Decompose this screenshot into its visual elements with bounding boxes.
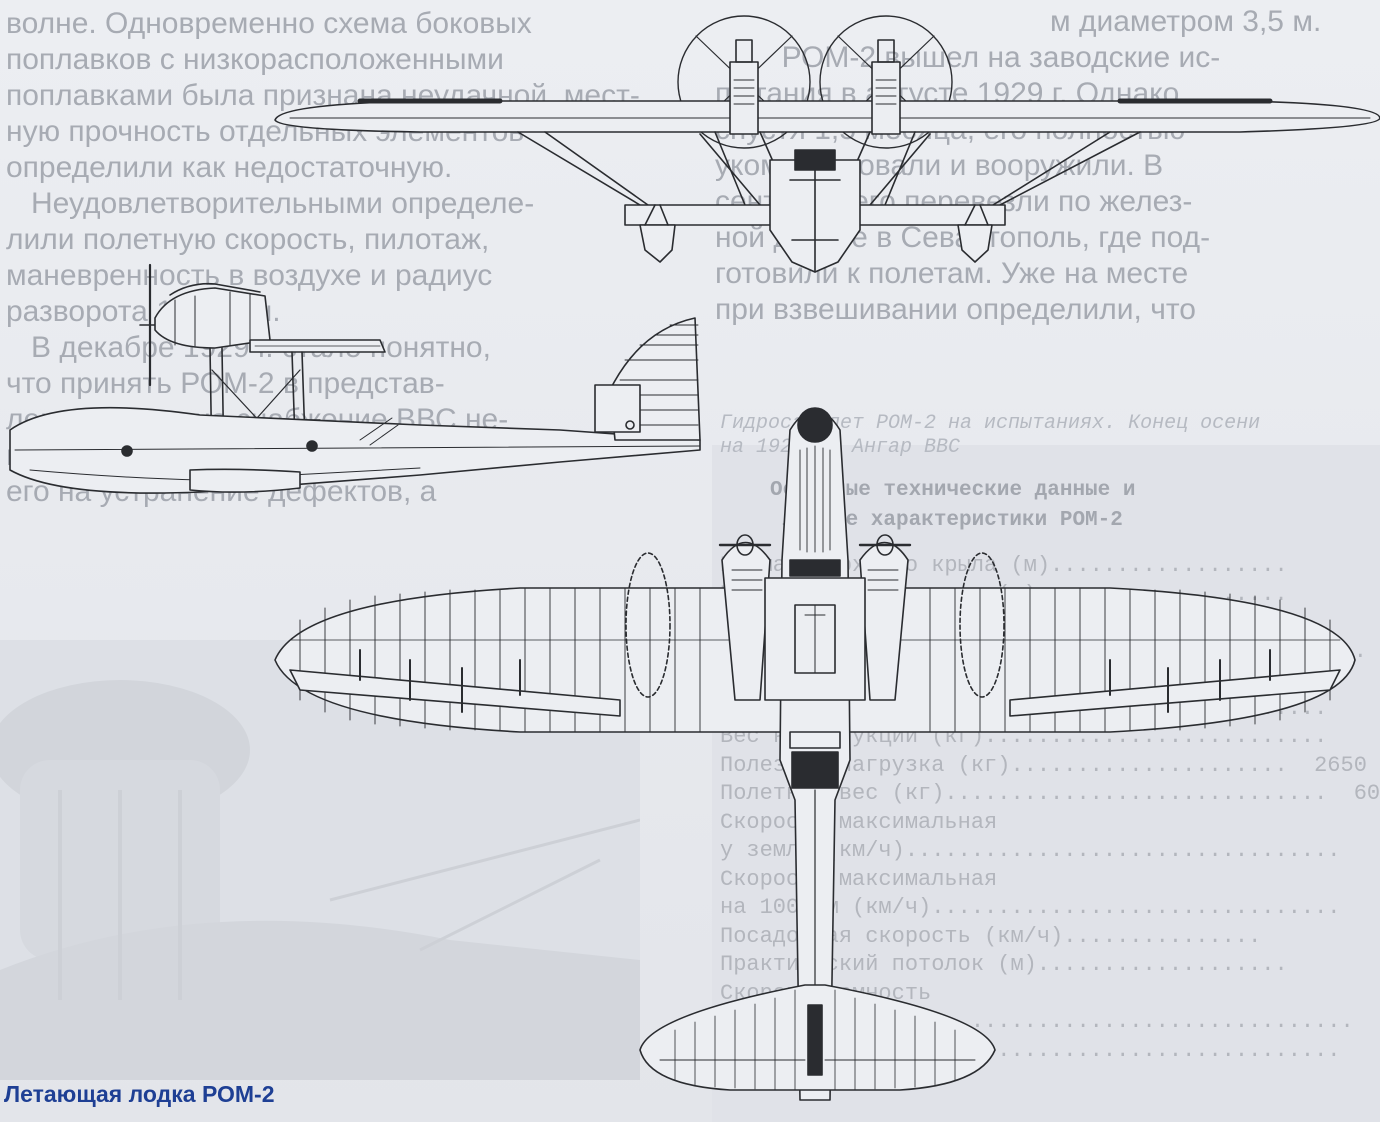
top-view	[274, 407, 1356, 1101]
side-view	[9, 263, 701, 494]
front-view	[274, 15, 1380, 273]
figure-caption: Летающая лодка РОМ-2	[4, 1081, 275, 1107]
body-text-right-top: м диаметром 3,5 м.	[1050, 5, 1322, 38]
